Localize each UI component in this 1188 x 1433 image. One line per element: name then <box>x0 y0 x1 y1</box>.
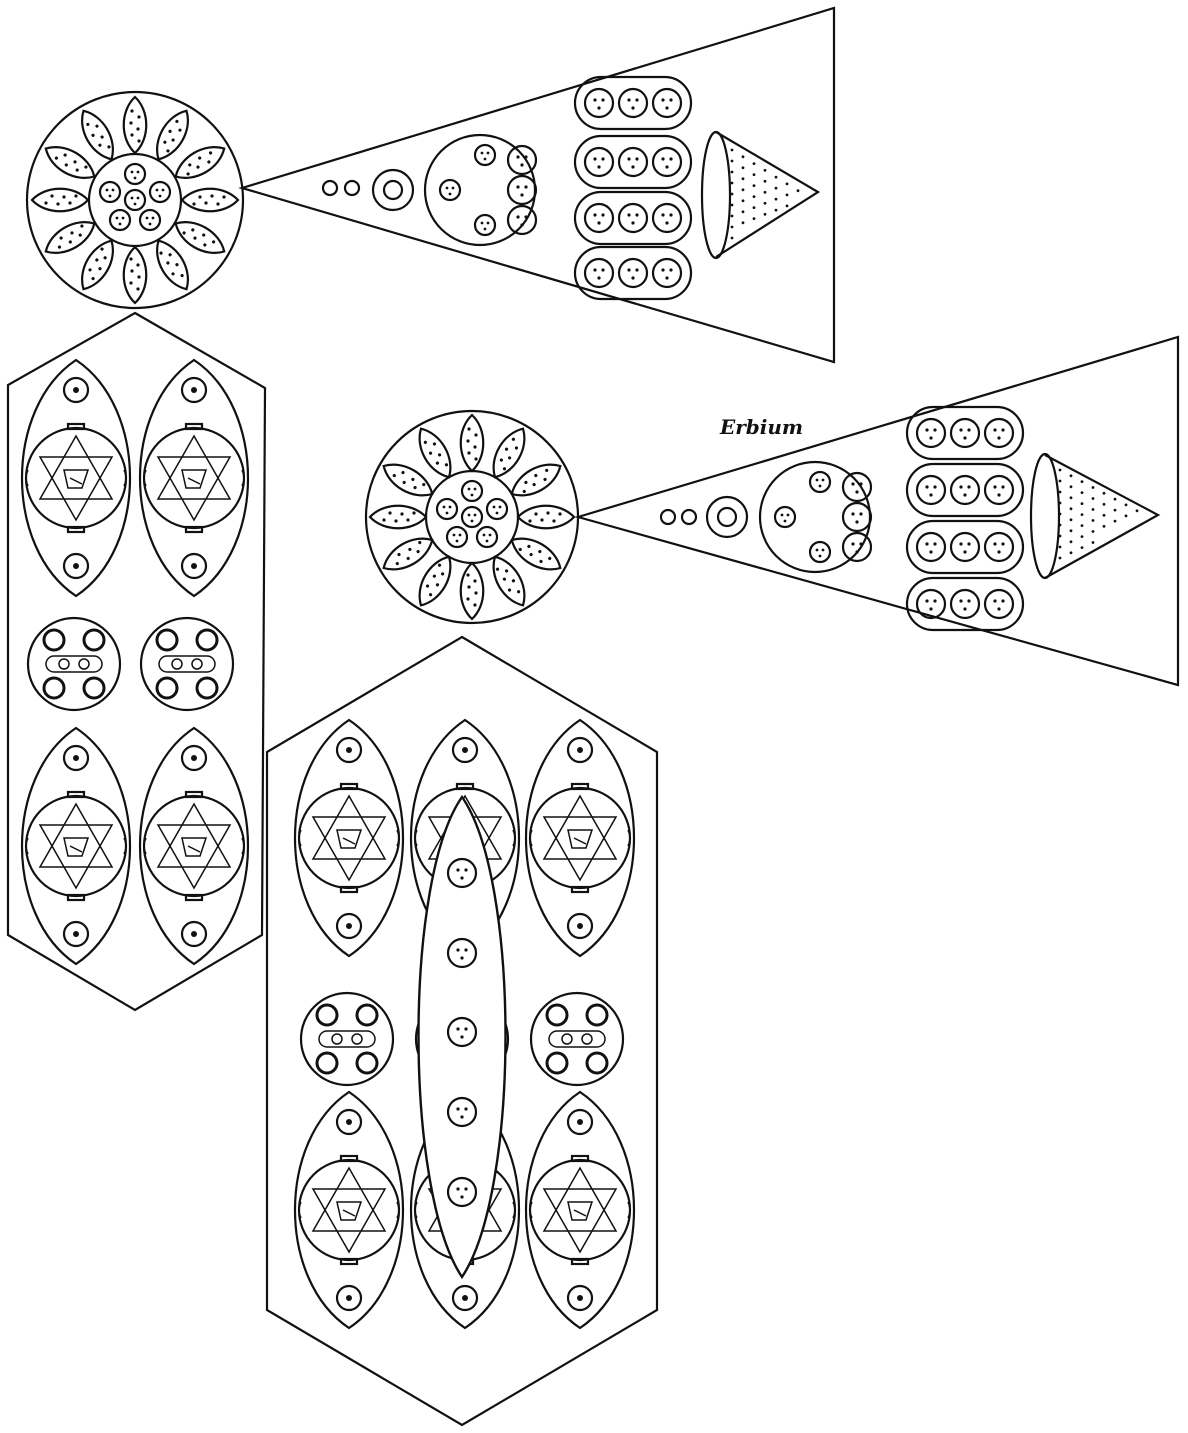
upper-cone-dot-1 <box>323 181 337 195</box>
upper-capsule-1 <box>575 77 691 129</box>
upper-cone-ring <box>373 170 413 210</box>
bottom-ovoid-1 <box>295 720 403 956</box>
left-ovoid-4 <box>140 728 248 964</box>
lower-capsule-3 <box>907 521 1023 573</box>
upper-cone-dot-2 <box>345 181 359 195</box>
petal <box>124 97 147 153</box>
left-ring-1 <box>28 618 120 710</box>
element-label: Erbium <box>719 415 803 439</box>
petal <box>32 189 88 212</box>
petal <box>124 247 147 303</box>
lower-rosette <box>366 411 578 623</box>
upper-capsule-2 <box>575 136 691 188</box>
petal <box>518 506 574 529</box>
bottom-ovoid-6 <box>526 1092 634 1328</box>
upper-funnel <box>702 132 818 258</box>
bottom-ovoid-3 <box>526 720 634 956</box>
upper-cone <box>242 8 834 362</box>
lower-capsule-4 <box>907 578 1023 630</box>
left-ovoid-2 <box>140 360 248 596</box>
upper-rosette <box>27 92 243 308</box>
petal <box>461 415 484 471</box>
upper-spike-group <box>27 8 834 362</box>
lower-capsule-2 <box>907 464 1023 516</box>
petal <box>182 189 238 212</box>
bottom-ring-2 <box>531 993 623 1085</box>
left-ovoid-3 <box>22 728 130 964</box>
left-ovoid-1 <box>22 360 130 596</box>
bottom-body <box>267 637 657 1425</box>
petal <box>461 563 484 619</box>
left-ring-2 <box>141 618 233 710</box>
upper-capsule-3 <box>575 192 691 244</box>
lower-funnel <box>1031 454 1158 578</box>
petal <box>370 506 426 529</box>
lower-spike-group: Erbium <box>366 337 1178 685</box>
lower-capsule-1 <box>907 407 1023 459</box>
bottom-ring-1 <box>301 993 393 1085</box>
bottom-ovoid-4 <box>295 1092 403 1328</box>
lower-cone-cluster <box>760 462 871 572</box>
left-body <box>8 313 265 1010</box>
upper-cone-cluster <box>425 135 536 245</box>
